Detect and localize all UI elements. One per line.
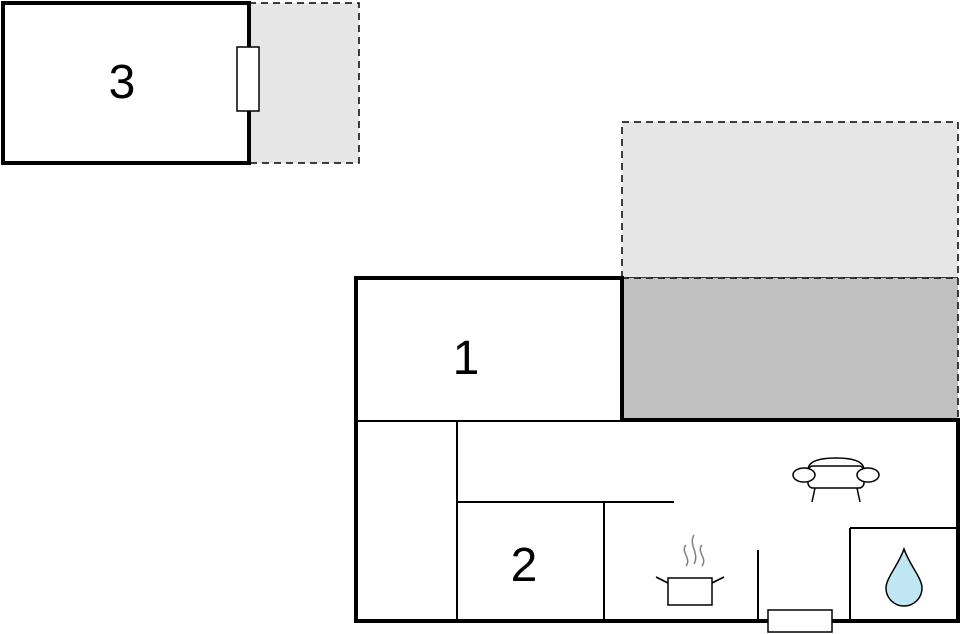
room-label-2: 2 — [511, 539, 538, 592]
cooking-pot-icon — [655, 534, 725, 606]
covered-area — [622, 278, 958, 420]
covered-area-dashed-edge — [622, 277, 959, 420]
interior-walls — [356, 420, 958, 621]
door-icon — [236, 46, 260, 112]
room-label-3: 3 — [109, 56, 136, 109]
main-building-walls — [354, 276, 960, 623]
window-icon — [767, 609, 833, 633]
room-label-1: 1 — [453, 332, 480, 385]
room-3 — [1, 1, 251, 165]
water-drop-icon — [885, 546, 923, 607]
terrace-small — [248, 2, 360, 164]
sofa-icon — [792, 457, 880, 503]
terrace-large — [621, 121, 959, 279]
